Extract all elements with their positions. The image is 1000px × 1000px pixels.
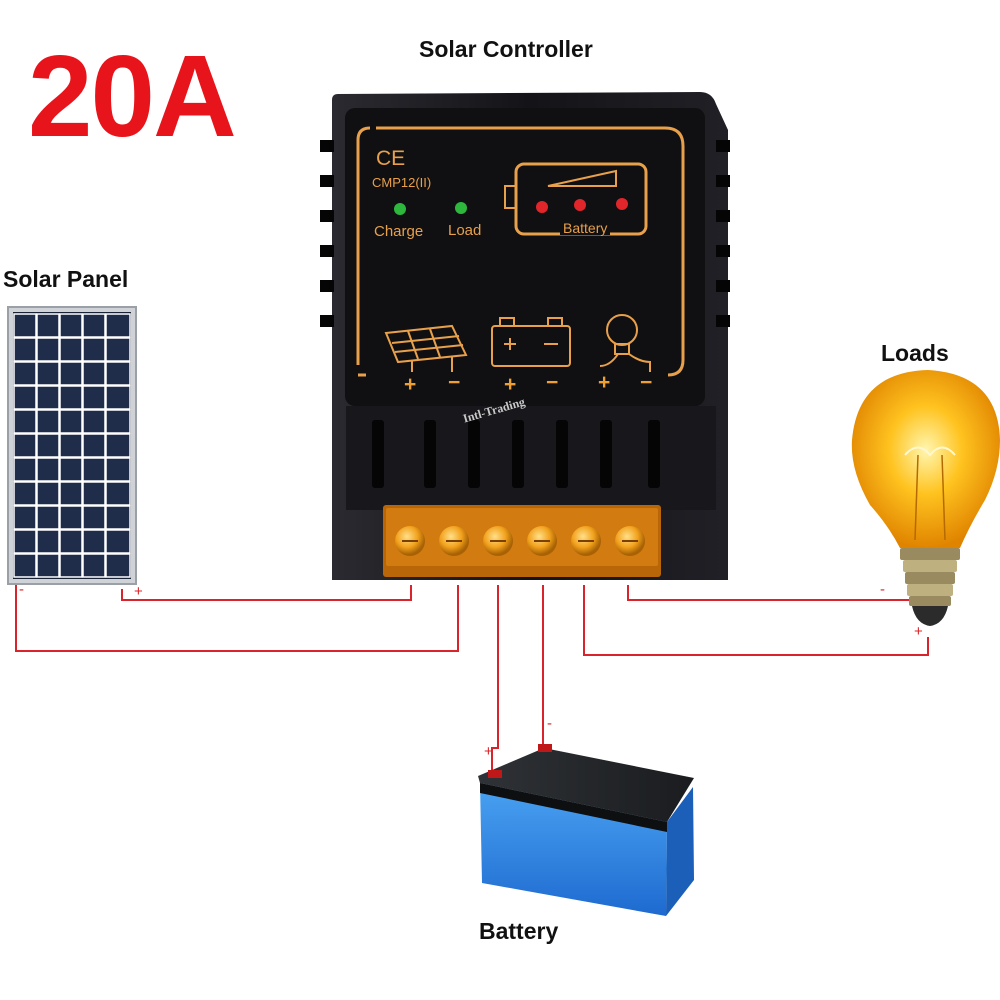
battery-led-2: [574, 199, 586, 211]
controller-caption: Solar Controller: [419, 36, 593, 62]
load-led: [455, 202, 467, 214]
solar-panel-caption: Solar Panel: [3, 266, 129, 292]
light-bulb-icon: [851, 370, 1000, 626]
load-terminal-icon: [599, 314, 651, 372]
current-rating: 20A: [28, 31, 237, 161]
battery-plus-mark: +: [484, 743, 493, 760]
battery-terminal-icon: [491, 317, 571, 367]
controller-load-plus: +: [598, 371, 611, 394]
wires: [15, 583, 929, 775]
ce-mark: CE: [376, 147, 406, 170]
wire-panel-plus: [121, 585, 412, 601]
load-plus-mark: +: [914, 623, 923, 640]
load-label: Load: [448, 222, 482, 239]
model-label: CMP12(II): [372, 175, 432, 190]
wire-panel-minus: [15, 583, 459, 652]
controller-panel-minus: −: [448, 371, 461, 394]
battery-led-3: [616, 198, 628, 210]
controller-load-minus: −: [640, 371, 653, 394]
battery-indicator-label: Battery: [560, 221, 611, 235]
panel-terminal-icon: [384, 324, 468, 372]
load-minus-mark: -: [880, 581, 885, 598]
battery-caption: Battery: [479, 918, 559, 944]
wire-battery-plus: [491, 585, 499, 775]
controller-battery-minus: −: [546, 371, 559, 394]
controller-battery-plus: +: [504, 373, 517, 396]
panel-minus-mark: -: [19, 581, 24, 598]
solar-panel-icon: [7, 306, 137, 585]
controller-panel-plus: +: [404, 373, 417, 396]
solar-controller: [320, 92, 730, 580]
charge-label: Charge: [374, 223, 424, 240]
battery-led-1: [536, 201, 548, 213]
loads-caption: Loads: [881, 340, 949, 366]
wire-load-minus: [583, 585, 929, 656]
battery-minus-mark: -: [547, 715, 552, 732]
wire-load-plus: [627, 585, 915, 601]
battery-icon: [478, 744, 694, 916]
charge-led: [394, 203, 406, 215]
panel-plus-mark: +: [134, 583, 143, 600]
